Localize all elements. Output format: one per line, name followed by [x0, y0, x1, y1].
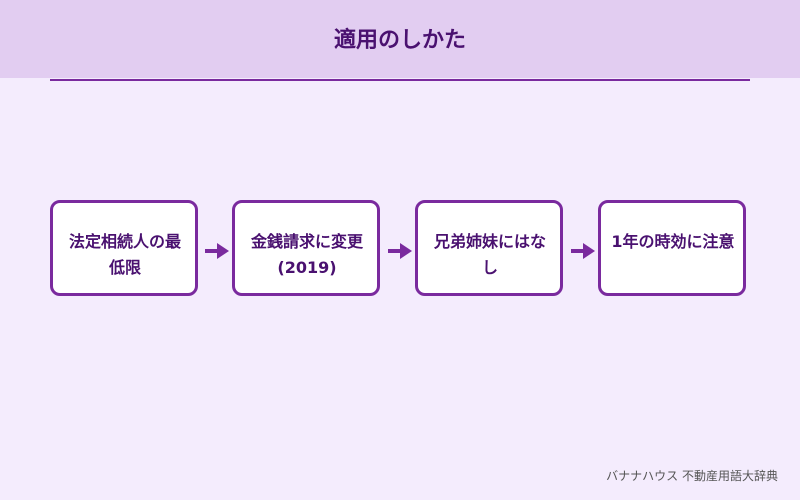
arrow-right-icon — [388, 243, 412, 259]
step-box-4: 1年の時効に注意 — [598, 200, 746, 296]
footer-source: バナナハウス 不動産用語大辞典 — [606, 469, 778, 483]
arrow-right-icon — [571, 243, 595, 259]
arrow-right-icon — [205, 243, 229, 259]
page-title: 適用のしかた — [333, 28, 466, 53]
step-label-1: 法定相続人の最低限 — [68, 232, 181, 277]
step-label-4: 1年の時効に注意 — [611, 232, 735, 251]
step-box-2: 金銭請求に変更(2019) — [232, 200, 380, 296]
header-banner — [0, 0, 800, 78]
header-divider — [50, 79, 750, 81]
step-box-1: 法定相続人の最低限 — [50, 200, 198, 296]
step-box-3: 兄弟姉妹にはなし — [415, 200, 563, 296]
step-label-3: 兄弟姉妹にはなし — [433, 232, 546, 277]
step-label-2: 金銭請求に変更(2019) — [250, 232, 363, 277]
